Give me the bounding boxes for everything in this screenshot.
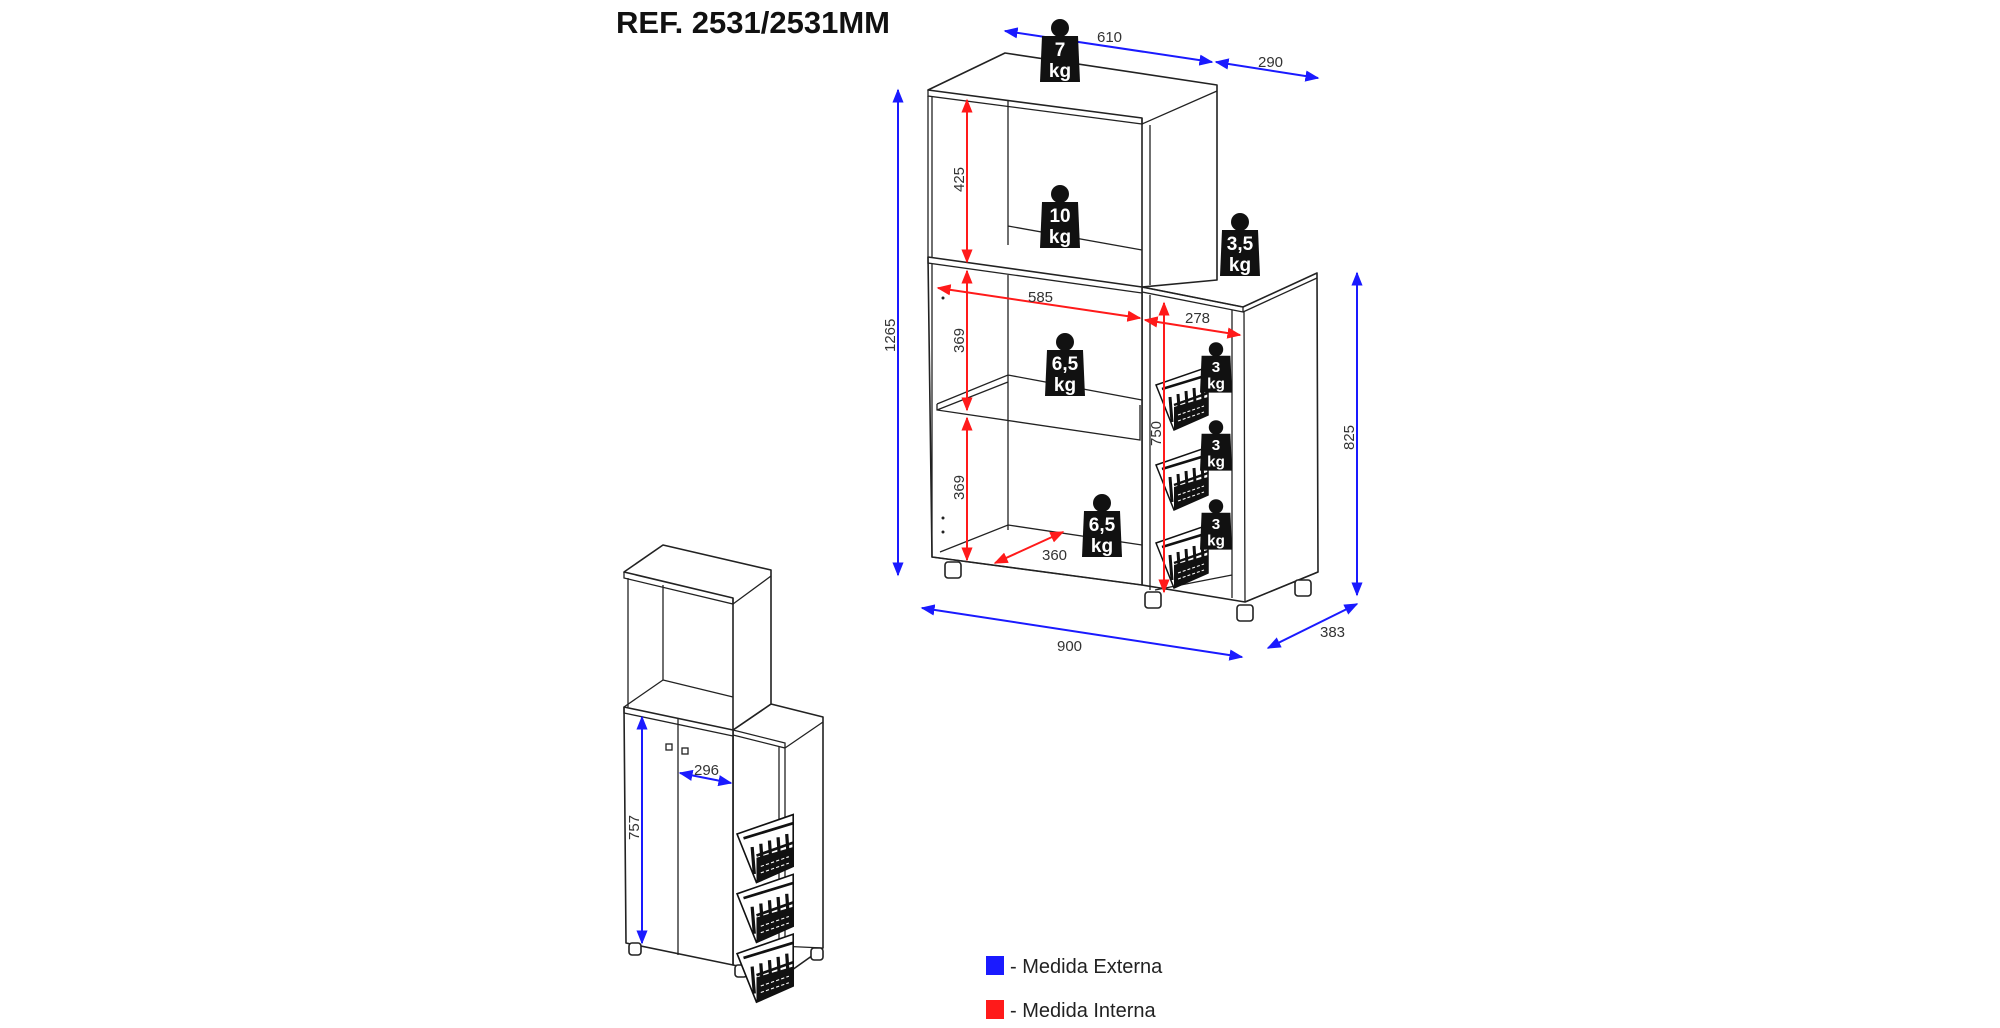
legend-swatch-external: [986, 956, 1004, 975]
dim-side-width: 290: [1258, 54, 1283, 71]
svg-text:kg: kg: [1207, 454, 1225, 471]
weight-badge-side-top: 3,5kg: [1220, 213, 1260, 276]
svg-text:kg: kg: [1091, 536, 1113, 557]
dim-door-height: 757: [626, 815, 643, 840]
legend-swatch-internal: [986, 1000, 1004, 1019]
dim-niche-width: 585: [1028, 289, 1053, 306]
legend-label-external: - Medida Externa: [1010, 956, 1163, 978]
dim-basket-column-width: 278: [1185, 310, 1210, 327]
reference-title: REF. 2531/2531MM: [616, 5, 890, 40]
svg-text:10: 10: [1049, 206, 1070, 227]
dim-total-width: 900: [1057, 638, 1082, 655]
door-variant-drawing: [623, 544, 824, 1004]
dim-lower-niche-height: 369: [951, 475, 968, 500]
svg-text:kg: kg: [1049, 227, 1071, 248]
legend: - Medida Externa - Medida Interna: [986, 956, 1163, 1022]
svg-text:kg: kg: [1207, 376, 1225, 393]
weight-badge-top: 7kg: [1040, 19, 1080, 82]
svg-text:kg: kg: [1207, 533, 1225, 550]
weight-badge-basket-2: 3kg: [1200, 420, 1232, 471]
weight-badge-basket-1: 3kg: [1200, 342, 1232, 393]
svg-text:7: 7: [1055, 40, 1066, 61]
svg-text:3: 3: [1212, 516, 1220, 533]
internal-dimension-lines: [936, 98, 1242, 594]
svg-text:3: 3: [1212, 359, 1220, 376]
dim-upper-niche-height: 425: [951, 167, 968, 192]
dim-door-width: 296: [694, 762, 719, 779]
weight-badge-middle-shelf: 6,5kg: [1045, 333, 1085, 396]
svg-text:6,5: 6,5: [1052, 354, 1079, 375]
svg-text:kg: kg: [1049, 61, 1071, 82]
main-cabinet-drawing: [927, 52, 1319, 622]
dim-middle-niche-height: 369: [951, 328, 968, 353]
weight-badge-basket-3: 3kg: [1200, 499, 1232, 550]
svg-text:3,5: 3,5: [1227, 234, 1254, 255]
weight-badge-bottom: 6,5kg: [1082, 494, 1122, 557]
dim-basket-column-height: 750: [1148, 421, 1165, 446]
legend-label-internal: - Medida Interna: [1010, 1000, 1157, 1022]
door-width-line: [678, 769, 733, 787]
svg-text:6,5: 6,5: [1089, 515, 1116, 536]
svg-text:kg: kg: [1229, 255, 1251, 276]
dim-base-height: 825: [1341, 425, 1358, 450]
dim-depth: 383: [1320, 624, 1345, 641]
dim-top-width: 610: [1097, 29, 1122, 46]
svg-text:kg: kg: [1054, 375, 1076, 396]
dim-total-height: 1265: [882, 319, 899, 352]
external-dimension-lines: [892, 27, 1363, 661]
svg-text:3: 3: [1212, 437, 1220, 454]
dim-niche-depth: 360: [1042, 547, 1067, 564]
